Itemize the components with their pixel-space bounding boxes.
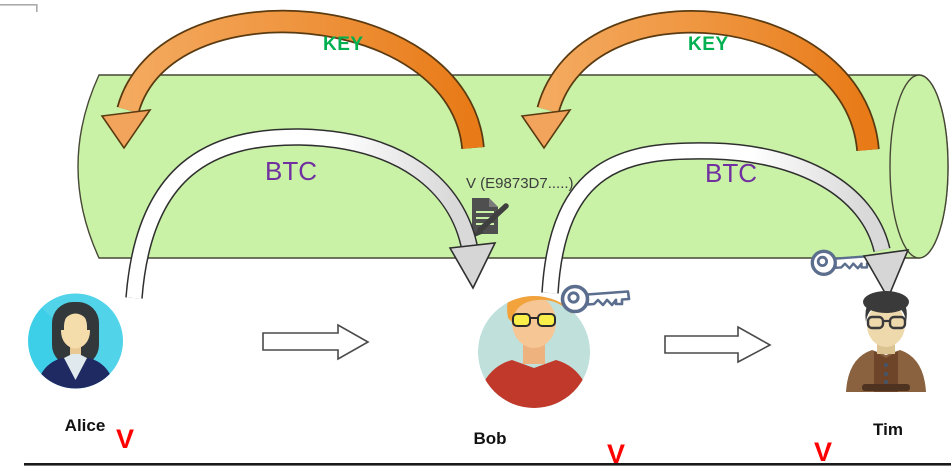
- btc-arrow-right: [541, 142, 910, 300]
- block-arrow-right-icon: [664, 325, 772, 364]
- key-label-right: KEY: [688, 34, 729, 55]
- avatar-alice: [28, 293, 123, 389]
- verify-mark-alice: V: [116, 424, 135, 454]
- btc-label-left: BTC: [265, 156, 317, 186]
- key-icon: [560, 284, 631, 314]
- key-arrow-left: [100, 9, 485, 150]
- verify-mark-tim: V: [814, 437, 833, 466]
- avatar-tim: [846, 291, 926, 392]
- key-label-left: KEY: [323, 34, 364, 55]
- blockchain-cylinder: [77, 74, 949, 259]
- avatar-bob: [478, 296, 590, 408]
- table-border-artifact: [0, 4, 38, 12]
- actor-name-tim: Tim: [873, 420, 903, 439]
- actor-name-bob: Bob: [473, 429, 507, 448]
- actor-name-alice: Alice: [64, 416, 106, 435]
- block-arrow-right-icon: [262, 323, 370, 361]
- btc-arrow-left: [125, 128, 497, 299]
- signature-hash-label: V (E9873D7.....): [466, 175, 574, 192]
- verify-mark-bob: V: [607, 439, 626, 466]
- bottom-border-line: [24, 463, 951, 466]
- key-arrow-right: [520, 10, 880, 152]
- btc-label-right: BTC: [705, 158, 757, 188]
